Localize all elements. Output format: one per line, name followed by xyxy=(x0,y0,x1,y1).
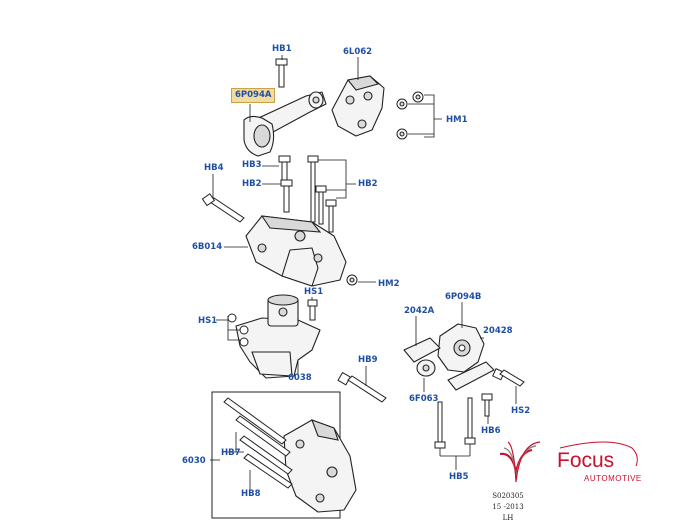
bolt-hb4 xyxy=(201,193,245,223)
drawing-date: 15 -2013 xyxy=(492,503,524,511)
label-hb5: HB5 xyxy=(449,472,469,482)
bolt-hb9 xyxy=(337,371,387,403)
label-hb8: HB8 xyxy=(241,489,261,499)
engine-mount-6038 xyxy=(235,294,321,379)
bolts-hb2-right xyxy=(307,155,337,233)
label-hb2-left: HB2 xyxy=(242,179,262,189)
torque-rod-upper xyxy=(243,91,327,157)
engine-mount-6b014 xyxy=(245,215,347,287)
drawing-code: S020305 xyxy=(492,492,524,500)
torque-rod-6p094b xyxy=(403,337,495,391)
brand-logo-name: Focus xyxy=(557,449,615,472)
label-6030: 6030 xyxy=(182,456,206,466)
label-6p094a-highlighted[interactable]: 6P094A xyxy=(231,88,276,103)
label-6038: 6038 xyxy=(288,373,312,383)
v-shape-logo-icon xyxy=(499,441,638,483)
engine-bracket-6030-inset xyxy=(211,391,357,519)
label-6f063: 6F063 xyxy=(409,394,439,404)
bolt-hs2 xyxy=(492,368,525,387)
label-hb7: HB7 xyxy=(221,448,241,458)
bolts-hb6-hb5 xyxy=(434,393,493,449)
bolt-hb1 xyxy=(275,58,288,88)
label-6p094b: 6P094B xyxy=(445,292,482,302)
label-hs1-top: HS1 xyxy=(304,287,324,297)
label-hb3: HB3 xyxy=(242,160,262,170)
label-2042a: 2042A xyxy=(404,306,435,316)
bolts-hb7-hb8 xyxy=(223,397,293,489)
bolt-hb3 xyxy=(278,155,291,181)
label-hs2: HS2 xyxy=(511,406,531,416)
nuts-hm1 xyxy=(396,91,424,140)
label-hb6: HB6 xyxy=(481,426,501,436)
label-hb4: HB4 xyxy=(204,163,224,173)
label-hb2-right: HB2 xyxy=(358,179,378,189)
label-hb1: HB1 xyxy=(272,44,292,54)
leader-lines xyxy=(210,55,517,490)
bracket-6l062 xyxy=(331,75,385,137)
brand-logo-tagline: AUTOMOTIVE xyxy=(584,474,642,483)
nut-hm2 xyxy=(346,274,358,286)
label-6b014: 6B014 xyxy=(192,242,223,252)
rear-bracket-20428 xyxy=(437,323,485,373)
label-hm2: HM2 xyxy=(378,279,400,289)
label-hs1-left: HS1 xyxy=(198,316,218,326)
bolt-hb2-left xyxy=(280,179,293,213)
label-hm1: HM1 xyxy=(446,115,468,125)
label-hb9: HB9 xyxy=(358,355,378,365)
bolts-hs1 xyxy=(227,299,318,347)
label-20428: 20428 xyxy=(483,326,513,336)
label-6l062: 6L062 xyxy=(343,47,373,57)
drawing-side: LH xyxy=(502,514,514,522)
